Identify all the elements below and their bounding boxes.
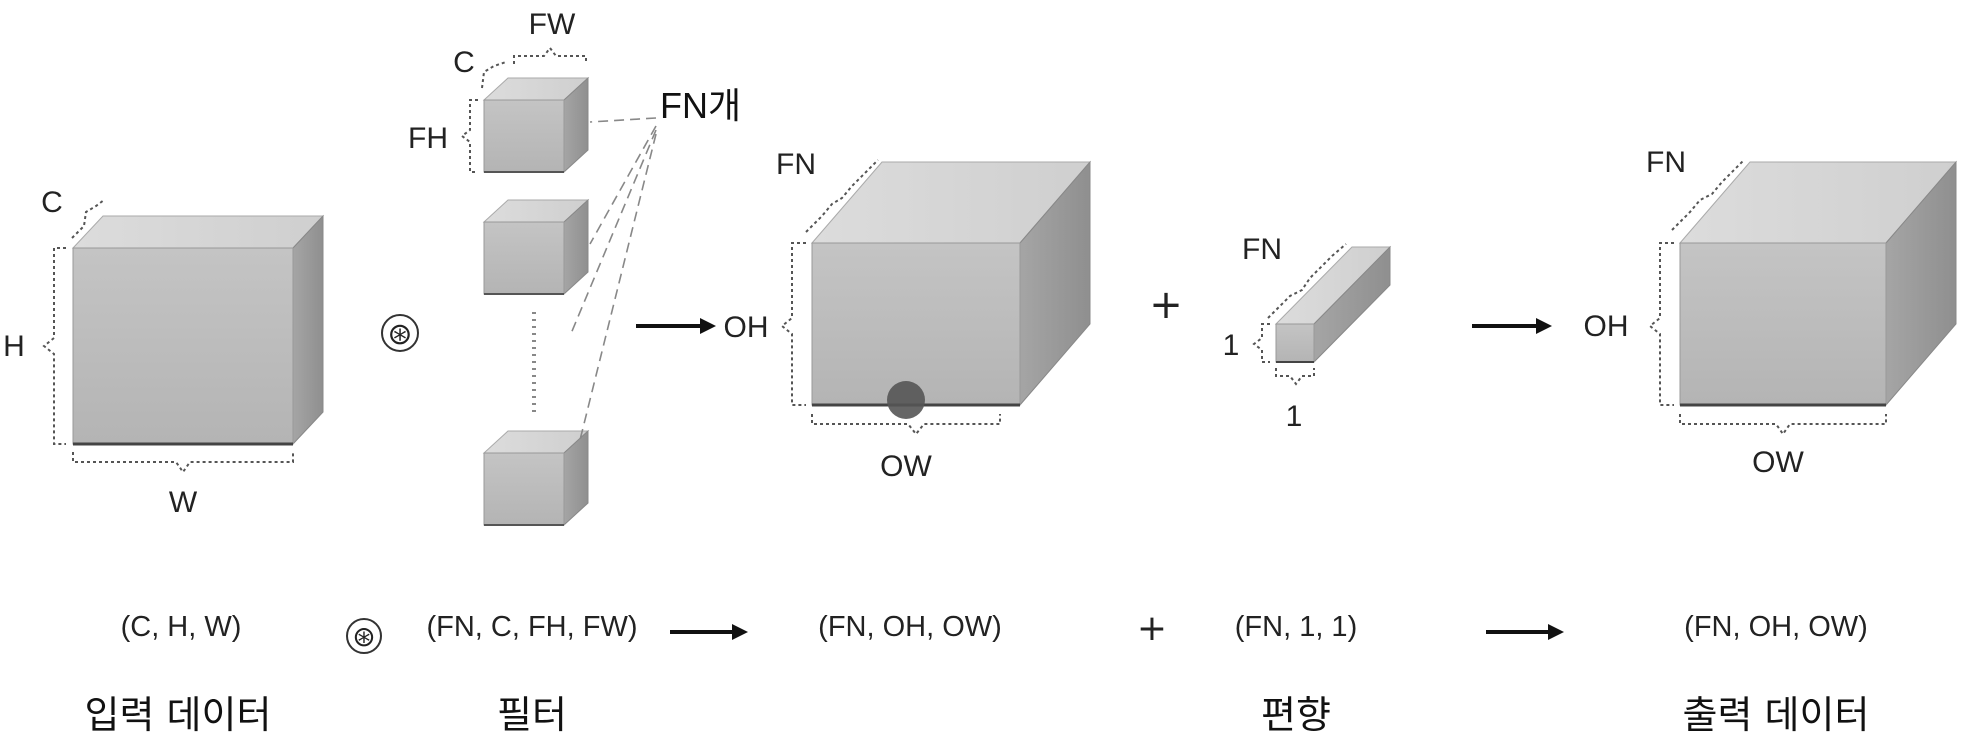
output-shape-text: (FN, OH, OW) [1684, 611, 1868, 643]
plus-operator-bottom-icon: + [1137, 608, 1167, 649]
bias-caption: 편향 [1261, 693, 1331, 737]
input-h-label: H [3, 330, 25, 363]
bias-shape-text: (FN, 1, 1) [1235, 611, 1357, 643]
output-ow-brace [1679, 414, 1887, 436]
filter-cube-2 [482, 198, 590, 296]
filter-fw-brace [513, 46, 587, 64]
svg-text:⊛: ⊛ [352, 620, 375, 653]
bias-h-brace [1252, 323, 1270, 363]
filter-count-guide-lines [569, 117, 657, 441]
input-caption: 입력 데이터 [85, 693, 272, 737]
conv-oh-brace [780, 242, 806, 406]
output-caption: 출력 데이터 [1683, 693, 1870, 737]
input-cube [71, 214, 325, 446]
output-ow-label: OW [1752, 446, 1804, 479]
plus-operator-icon: + [1149, 282, 1183, 328]
input-h-brace [42, 247, 66, 445]
filter-count-label: FN개 [660, 85, 741, 126]
convolution-operator-icon: ⊛ [381, 314, 419, 352]
input-c-label: C [41, 186, 63, 219]
conv-output-shape-text: (FN, OH, OW) [818, 611, 1002, 643]
conv-oh-label: OH [724, 311, 769, 344]
filter-cube-n [482, 429, 590, 527]
filter-fh-brace [460, 99, 478, 173]
filter-shape-text: (FN, C, FH, FW) [426, 611, 637, 643]
bias-w-label: 1 [1286, 400, 1303, 433]
filter-fh-label: FH [408, 122, 448, 155]
conv-fn-label: FN [776, 148, 816, 181]
filter-caption: 필터 [497, 693, 567, 737]
bias-h-label: 1 [1223, 329, 1240, 362]
conv-ow-label: OW [880, 450, 932, 483]
bias-fn-brace [1267, 243, 1347, 319]
output-oh-brace [1648, 242, 1674, 406]
output-cube [1678, 160, 1958, 407]
convolution-operator-bottom-icon: ⊛ [346, 618, 382, 654]
bias-fn-label: FN [1242, 233, 1282, 266]
cursor-marker [887, 381, 925, 419]
filter-fw-label: FW [529, 8, 576, 41]
output-fn-label: FN [1646, 146, 1686, 179]
filter-c-label: C [453, 46, 475, 79]
filter-cube-1 [482, 76, 590, 174]
input-shape-text: (C, H, W) [121, 611, 242, 643]
input-w-label: W [169, 486, 198, 519]
input-w-brace [72, 452, 294, 474]
conv-fn-brace [805, 159, 879, 233]
conv-output-cube [810, 160, 1092, 407]
arrow-to-output-icon [1472, 318, 1552, 334]
input-c-brace [71, 199, 105, 239]
arrow-to-conv-output-icon [636, 318, 716, 334]
filter-c-brace [481, 61, 507, 89]
bias-w-brace [1275, 368, 1315, 386]
arrow-bottom-2-icon [1486, 624, 1564, 640]
svg-text:⊛: ⊛ [387, 317, 412, 352]
output-oh-label: OH [1584, 310, 1629, 343]
arrow-bottom-1-icon [670, 624, 748, 640]
bias-bar [1274, 245, 1392, 364]
